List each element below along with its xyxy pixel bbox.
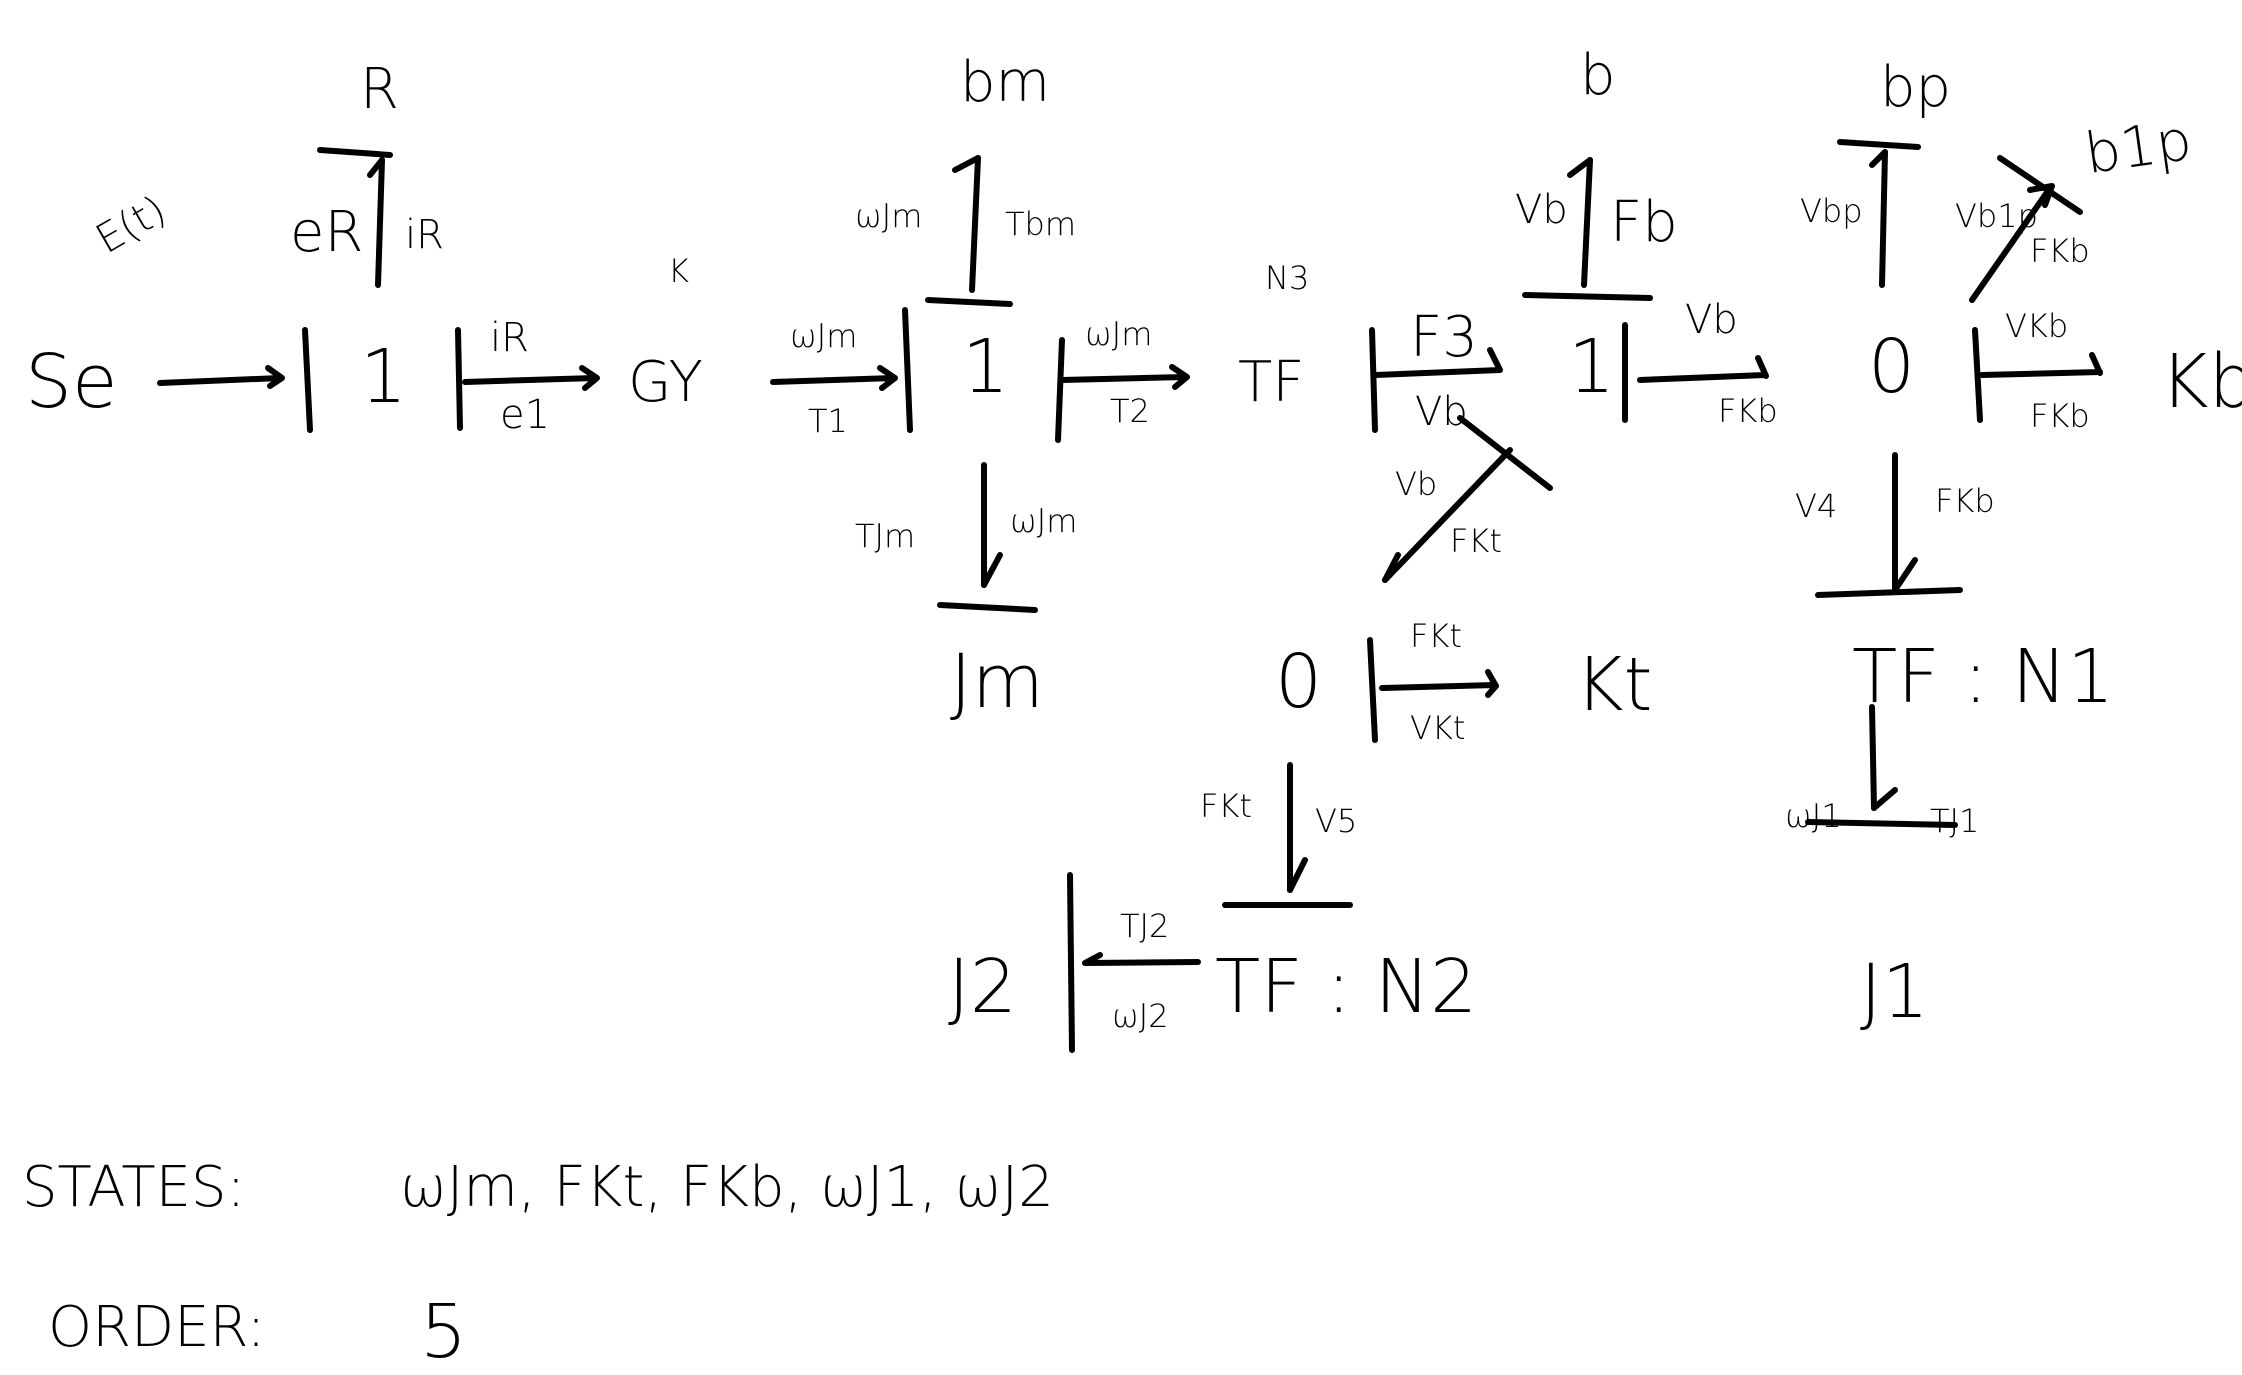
inertia-j1: J1	[1860, 949, 1929, 1035]
bond-label-vb-b: Vb	[1515, 187, 1568, 233]
bond-label-wj1: ωJ1	[1785, 797, 1842, 835]
damper-bm-label: bm	[960, 50, 1051, 115]
damper-bp-label: bp	[1880, 55, 1952, 120]
bond-label-wjm-2: ωJm	[1085, 315, 1153, 353]
effort-source-se: Se	[25, 339, 118, 425]
bond-label-e1: e1	[500, 392, 551, 438]
bond-label-tj2: TJ2	[1120, 907, 1170, 945]
bond-label-f3: F3	[1410, 305, 1478, 370]
inertia-j2: J2	[948, 944, 1017, 1030]
bond-label-er: eR	[290, 200, 364, 265]
bond-label-tjm: TJm	[855, 517, 916, 555]
bond-se-junction1	[157, 365, 285, 389]
bond-label-wj2: ωJ2	[1112, 997, 1169, 1035]
bond-label-vbp: Vbp	[1800, 192, 1863, 230]
bond-label-t1: T1	[808, 402, 848, 440]
bond-label-fkt-diag: FKt	[1450, 522, 1502, 560]
bond-label-fkb-kb: FKb	[2030, 397, 2090, 435]
gyrator-gy: GY	[628, 350, 703, 415]
spring-kb: Kb	[2160, 339, 2242, 425]
transformer-tf3: TF	[1238, 350, 1305, 415]
states-value: ωJm, FKt, FKb, ωJ1, ωJ2	[400, 1155, 1054, 1220]
bond-label-wjm-bm: ωJm	[855, 197, 923, 235]
damper-b-label: b	[1580, 43, 1616, 108]
order-label: ORDER:	[48, 1295, 266, 1360]
bond-label-ir: iR	[405, 212, 444, 258]
bond-label-vkt: VKt	[1410, 709, 1466, 747]
junction-1-c: 1	[1568, 324, 1616, 410]
transformer-tf-n2: TF : N2	[1215, 944, 1478, 1030]
bond-label-ir-2: iR	[490, 315, 529, 361]
states-label: STATES:	[22, 1155, 246, 1220]
bond-label-fkt-2: FKt	[1200, 787, 1252, 825]
bond-label-wjm-jm: ωJm	[1010, 502, 1078, 540]
bond-label-tj1: TJ1	[1930, 802, 1980, 840]
bond-label-vb-kt: Vb	[1395, 465, 1438, 503]
bond-label-fb: Fb	[1610, 190, 1678, 255]
inertia-jm: Jm	[950, 639, 1044, 725]
bond-label-tbm: Tbm	[1005, 205, 1077, 243]
tf3-param-label: N3	[1265, 259, 1310, 297]
bond-label-fkb-1: FKb	[1718, 392, 1778, 430]
bond-label-wjm-1: ωJm	[790, 317, 858, 355]
junction-0-kb: 0	[1868, 324, 1916, 410]
damper-b1p-label: b1p	[2080, 107, 2196, 188]
resistor-r-label: R	[360, 57, 399, 122]
bond-label-fkt: FKt	[1410, 617, 1462, 655]
order-value: 5	[420, 1289, 468, 1375]
gy-param-label: K	[668, 252, 689, 290]
bond-label-vb-2: Vb	[1685, 297, 1738, 343]
bond-label-t2: T2	[1110, 392, 1150, 430]
r-bar	[317, 147, 393, 158]
junction-1-a: 1	[360, 334, 408, 420]
bond-label-vkb: VKb	[2005, 307, 2069, 345]
bond-label-vb-1: Vb	[1415, 389, 1468, 435]
bond-label-fkb-b1p: FKb	[2030, 232, 2090, 270]
bond-label-v4: V4	[1795, 487, 1838, 525]
bond-label-vb1p: Vb1p	[1955, 197, 2038, 235]
junction-1-b: 1	[962, 324, 1010, 410]
bond-label-v5: V5	[1315, 802, 1358, 840]
junction-0-kt: 0	[1275, 639, 1323, 725]
spring-kt: Kt	[1575, 642, 1653, 728]
transformer-tf-n1: TF : N1	[1852, 634, 2115, 720]
bond-label-fkb-tf1: FKb	[1935, 482, 1995, 520]
